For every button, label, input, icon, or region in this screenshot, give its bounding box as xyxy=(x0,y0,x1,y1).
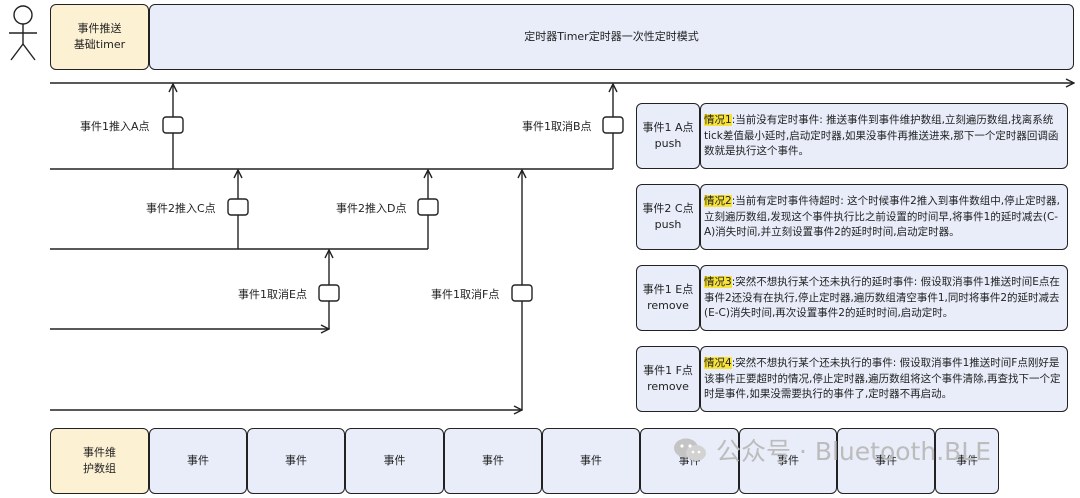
marker-c xyxy=(227,198,249,216)
case-4-highlight: 情况4 xyxy=(704,357,732,370)
marker-b xyxy=(602,116,624,134)
case-2-highlight: 情况2 xyxy=(704,195,732,208)
label-e1-cancel-e: 事件1取消E点 xyxy=(238,288,307,301)
label-e1-cancel-f: 事件1取消F点 xyxy=(431,288,500,301)
array-cell: 事件 xyxy=(739,428,837,494)
case-4-text: :突然不想执行某个还未执行的事件: 假设取消事件1推送时间F点刚好是该事件正要超… xyxy=(704,357,1061,401)
case-2-description: 情况2:当前有定时事件待超时: 这个时候事件2推入到事件数组中,停止定时器,立刻… xyxy=(700,184,1068,250)
marker-a xyxy=(162,116,184,134)
case-1-text: :当前没有定时事件: 推送事件到事件维护数组,立刻遍历数组,找离系统tick差值… xyxy=(704,114,1059,158)
label-e1-cancel-b: 事件1取消B点 xyxy=(522,120,592,133)
case-2-tag: 事件2 C点 push xyxy=(636,184,700,250)
case-3-description: 情况3:突然不想执行某个还未执行的延时事件: 假设取消事件1推送时间E点在事件2… xyxy=(700,265,1068,331)
array-cell: 事件 xyxy=(935,428,999,494)
marker-e xyxy=(318,284,340,302)
case-1-highlight: 情况1 xyxy=(704,114,732,127)
array-cell: 事件 xyxy=(247,428,345,494)
array-cell: 事件 xyxy=(149,428,247,494)
header-label-box: 事件推送 基础timer xyxy=(50,4,149,70)
case-3-highlight: 情况3 xyxy=(704,276,732,289)
case-1-description: 情况1:当前没有定时事件: 推送事件到事件维护数组,立刻遍历数组,找离系统tic… xyxy=(700,103,1068,169)
case-3-text: :突然不想执行某个还未执行的延时事件: 假设取消事件1推送时间E点在事件2还没有… xyxy=(704,276,1060,320)
array-label-box: 事件维 护数组 xyxy=(50,428,149,494)
array-cell: 事件 xyxy=(345,428,444,494)
array-cell: 事件 xyxy=(542,428,640,494)
actor-icon xyxy=(9,5,37,61)
marker-d xyxy=(417,198,439,216)
label-e1-push-a: 事件1推入A点 xyxy=(80,120,150,133)
header-title-box: 定时器Timer定时器一次性定时模式 xyxy=(149,4,1074,70)
array-cell: 事件 xyxy=(837,428,935,494)
wechat-icon xyxy=(674,438,706,461)
watermark-text: 公众号 · Bluetooth.BLE xyxy=(716,437,992,466)
label-e2-push-c: 事件2推入C点 xyxy=(146,202,216,215)
case-2-text: :当前有定时事件待超时: 这个时候事件2推入到事件数组中,停止定时器,立刻遍历数… xyxy=(704,195,1060,239)
case-3-tag: 事件1 E点 remove xyxy=(636,265,700,331)
case-4-description: 情况4:突然不想执行某个还未执行的事件: 假设取消事件1推送时间F点刚好是该事件… xyxy=(700,346,1068,412)
array-cell: 事件 xyxy=(444,428,542,494)
case-1-tag: 事件1 A点 push xyxy=(636,103,700,169)
case-4-tag: 事件1 F点 remove xyxy=(636,346,700,412)
watermark: 公众号 · Bluetooth.BLE xyxy=(672,432,991,468)
label-e2-push-d: 事件2推入D点 xyxy=(336,202,407,215)
marker-f xyxy=(511,284,533,302)
